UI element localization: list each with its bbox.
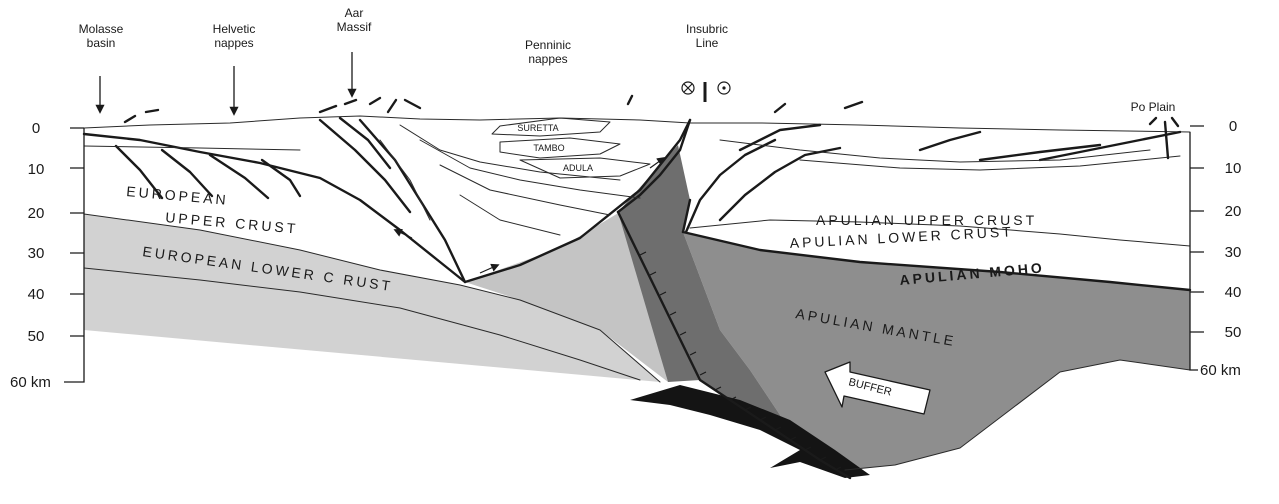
adula-label: ADULA [563,163,593,173]
left-depth-axis [64,128,84,382]
penninic-front [360,120,465,282]
depth-label-left-50: 50 [28,328,45,345]
apulian-thrust-3 [740,125,820,150]
po-plain-label: Po Plain [1131,100,1176,114]
molasse-basin-label-2: basin [87,36,116,50]
depth-label-right-50: 50 [1225,324,1242,341]
apulian-thrust-1 [686,140,775,232]
po-thrust-3 [1040,132,1180,160]
eroded-trace-5 [370,98,380,104]
right-axis-ticks [1190,126,1204,332]
eroded-trace-6 [388,100,396,112]
depth-label-right-0: 0 [1229,118,1237,135]
nappe-fold-2 [420,140,640,198]
apulian-thrust-2 [720,148,840,220]
depth-label-left-20: 20 [28,205,45,222]
topographic-surface [84,116,1190,132]
depth-label-right-60: 60 km [1200,362,1241,379]
suretta-label: SURETTA [517,123,558,133]
eroded-trace-9 [775,104,785,112]
eroded-trace-3 [320,106,336,112]
penninic-nappes-label-1: Penninic [525,38,571,52]
european-upper-crust-label-1: EUROPEAN [126,183,230,208]
depth-label-left-60: 60 km [10,374,51,391]
depth-label-right-40: 40 [1225,284,1242,301]
eroded-trace-10 [845,102,862,108]
insubric-strike-slip-symbol [682,82,730,102]
eroded-trace-1 [125,116,135,122]
left-axis-ticks [70,128,84,336]
eroded-trace-8 [628,96,632,104]
eroded-trace-12 [1172,118,1178,126]
european-thrust-4 [262,160,300,196]
aar-massif-label-2: Massif [337,20,372,34]
insubric-line-label-2: Line [696,36,719,50]
eroded-trace-7 [405,100,420,108]
po-thrust-1 [920,132,980,150]
depth-label-right-10: 10 [1225,160,1242,177]
eroded-trace-2 [146,110,158,112]
depth-label-right-30: 30 [1225,244,1242,261]
po-back-thrust [1165,122,1168,158]
eroded-trace-11 [1150,118,1156,124]
nappe-fold-4 [460,195,560,235]
penninic-nappes-label-2: nappes [528,52,567,66]
depth-label-left-40: 40 [28,286,45,303]
helvetic-nappes-label-1: Helvetic [213,22,256,36]
aar-massif-label-1: Aar [345,6,364,20]
helvetic-nappes-label-2: nappes [214,36,253,50]
eroded-trace-4 [345,100,356,104]
tambo-label: TAMBO [533,143,564,153]
molasse-basin-label-1: Molasse [79,22,124,36]
insubric-line-label-1: Insubric [686,22,728,36]
shear-arrow-european [395,230,412,238]
depth-label-left-10: 10 [28,161,45,178]
depth-label-left-0: 0 [32,120,40,137]
depth-label-left-30: 30 [28,245,45,262]
aar-thrust-1 [320,120,410,212]
depth-label-right-20: 20 [1225,203,1242,220]
